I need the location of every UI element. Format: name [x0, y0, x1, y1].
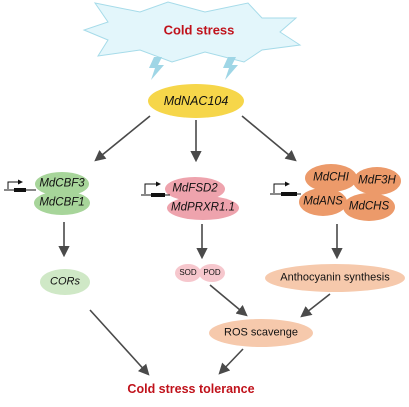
mdcbf3-node	[35, 172, 89, 196]
sod-label: SOD	[179, 268, 197, 277]
mdfsd2-node	[165, 177, 225, 201]
mdchi-label: MdCHI	[313, 171, 349, 184]
pod-node	[199, 264, 225, 282]
mdans-label: MdANS	[303, 195, 343, 208]
pod-label: POD	[203, 268, 221, 277]
mdchs-node	[343, 193, 395, 221]
mdcbf1-node	[34, 191, 90, 215]
anthocyanin-synthesis-node	[265, 264, 405, 292]
arrow-to-cbf	[94, 115, 151, 162]
mdchs-label: MdCHS	[348, 200, 390, 213]
mdprxr11-label: MdPRXR1.1	[171, 201, 235, 214]
arrow-cors-to-tolerance	[89, 309, 150, 376]
gene-box	[281, 192, 297, 196]
mdcbf1-label: MdCBF1	[39, 196, 85, 209]
cold-stress-label: Cold stress	[163, 22, 235, 38]
mdchi-node	[305, 164, 357, 192]
mdcbf3-label: MdCBF3	[39, 177, 85, 190]
lightning-bolt-icon	[223, 57, 238, 80]
mdfsd2-label: MdFSD2	[172, 182, 218, 195]
cors-node	[40, 269, 90, 295]
cold-burst-shape	[82, 1, 302, 63]
sod-node	[175, 264, 201, 282]
gene-box	[151, 193, 165, 197]
mdnac104-node	[148, 84, 244, 118]
arrow-to-anthocyanin-genes	[241, 115, 297, 162]
ros-scavenge-label: ROS scavenge	[224, 326, 298, 339]
mdf3h-label: MdF3H	[358, 174, 396, 187]
mdnac104-label: MdNAC104	[163, 93, 229, 108]
promoter-symbol	[273, 181, 290, 193]
mdf3h-node	[353, 167, 401, 195]
lightning-bolt-icon	[149, 57, 164, 80]
arrow-anthocyanin-to-ros	[300, 293, 331, 318]
promoter-symbol	[7, 179, 23, 189]
anthocyanin-synthesis-label: Anthocyanin synthesis	[280, 271, 390, 284]
arrow-sodpod-to-ros	[209, 284, 248, 317]
cold-stress-tolerance-label: Cold stress tolerance	[127, 381, 255, 396]
mdans-node	[299, 188, 347, 216]
promoter-symbol	[144, 181, 161, 194]
cors-label: CORs	[50, 275, 80, 288]
ros-scavenge-node	[209, 319, 313, 347]
gene-box	[14, 188, 26, 192]
arrow-ros-to-tolerance	[218, 348, 244, 375]
mdprxr11-node	[167, 196, 239, 220]
